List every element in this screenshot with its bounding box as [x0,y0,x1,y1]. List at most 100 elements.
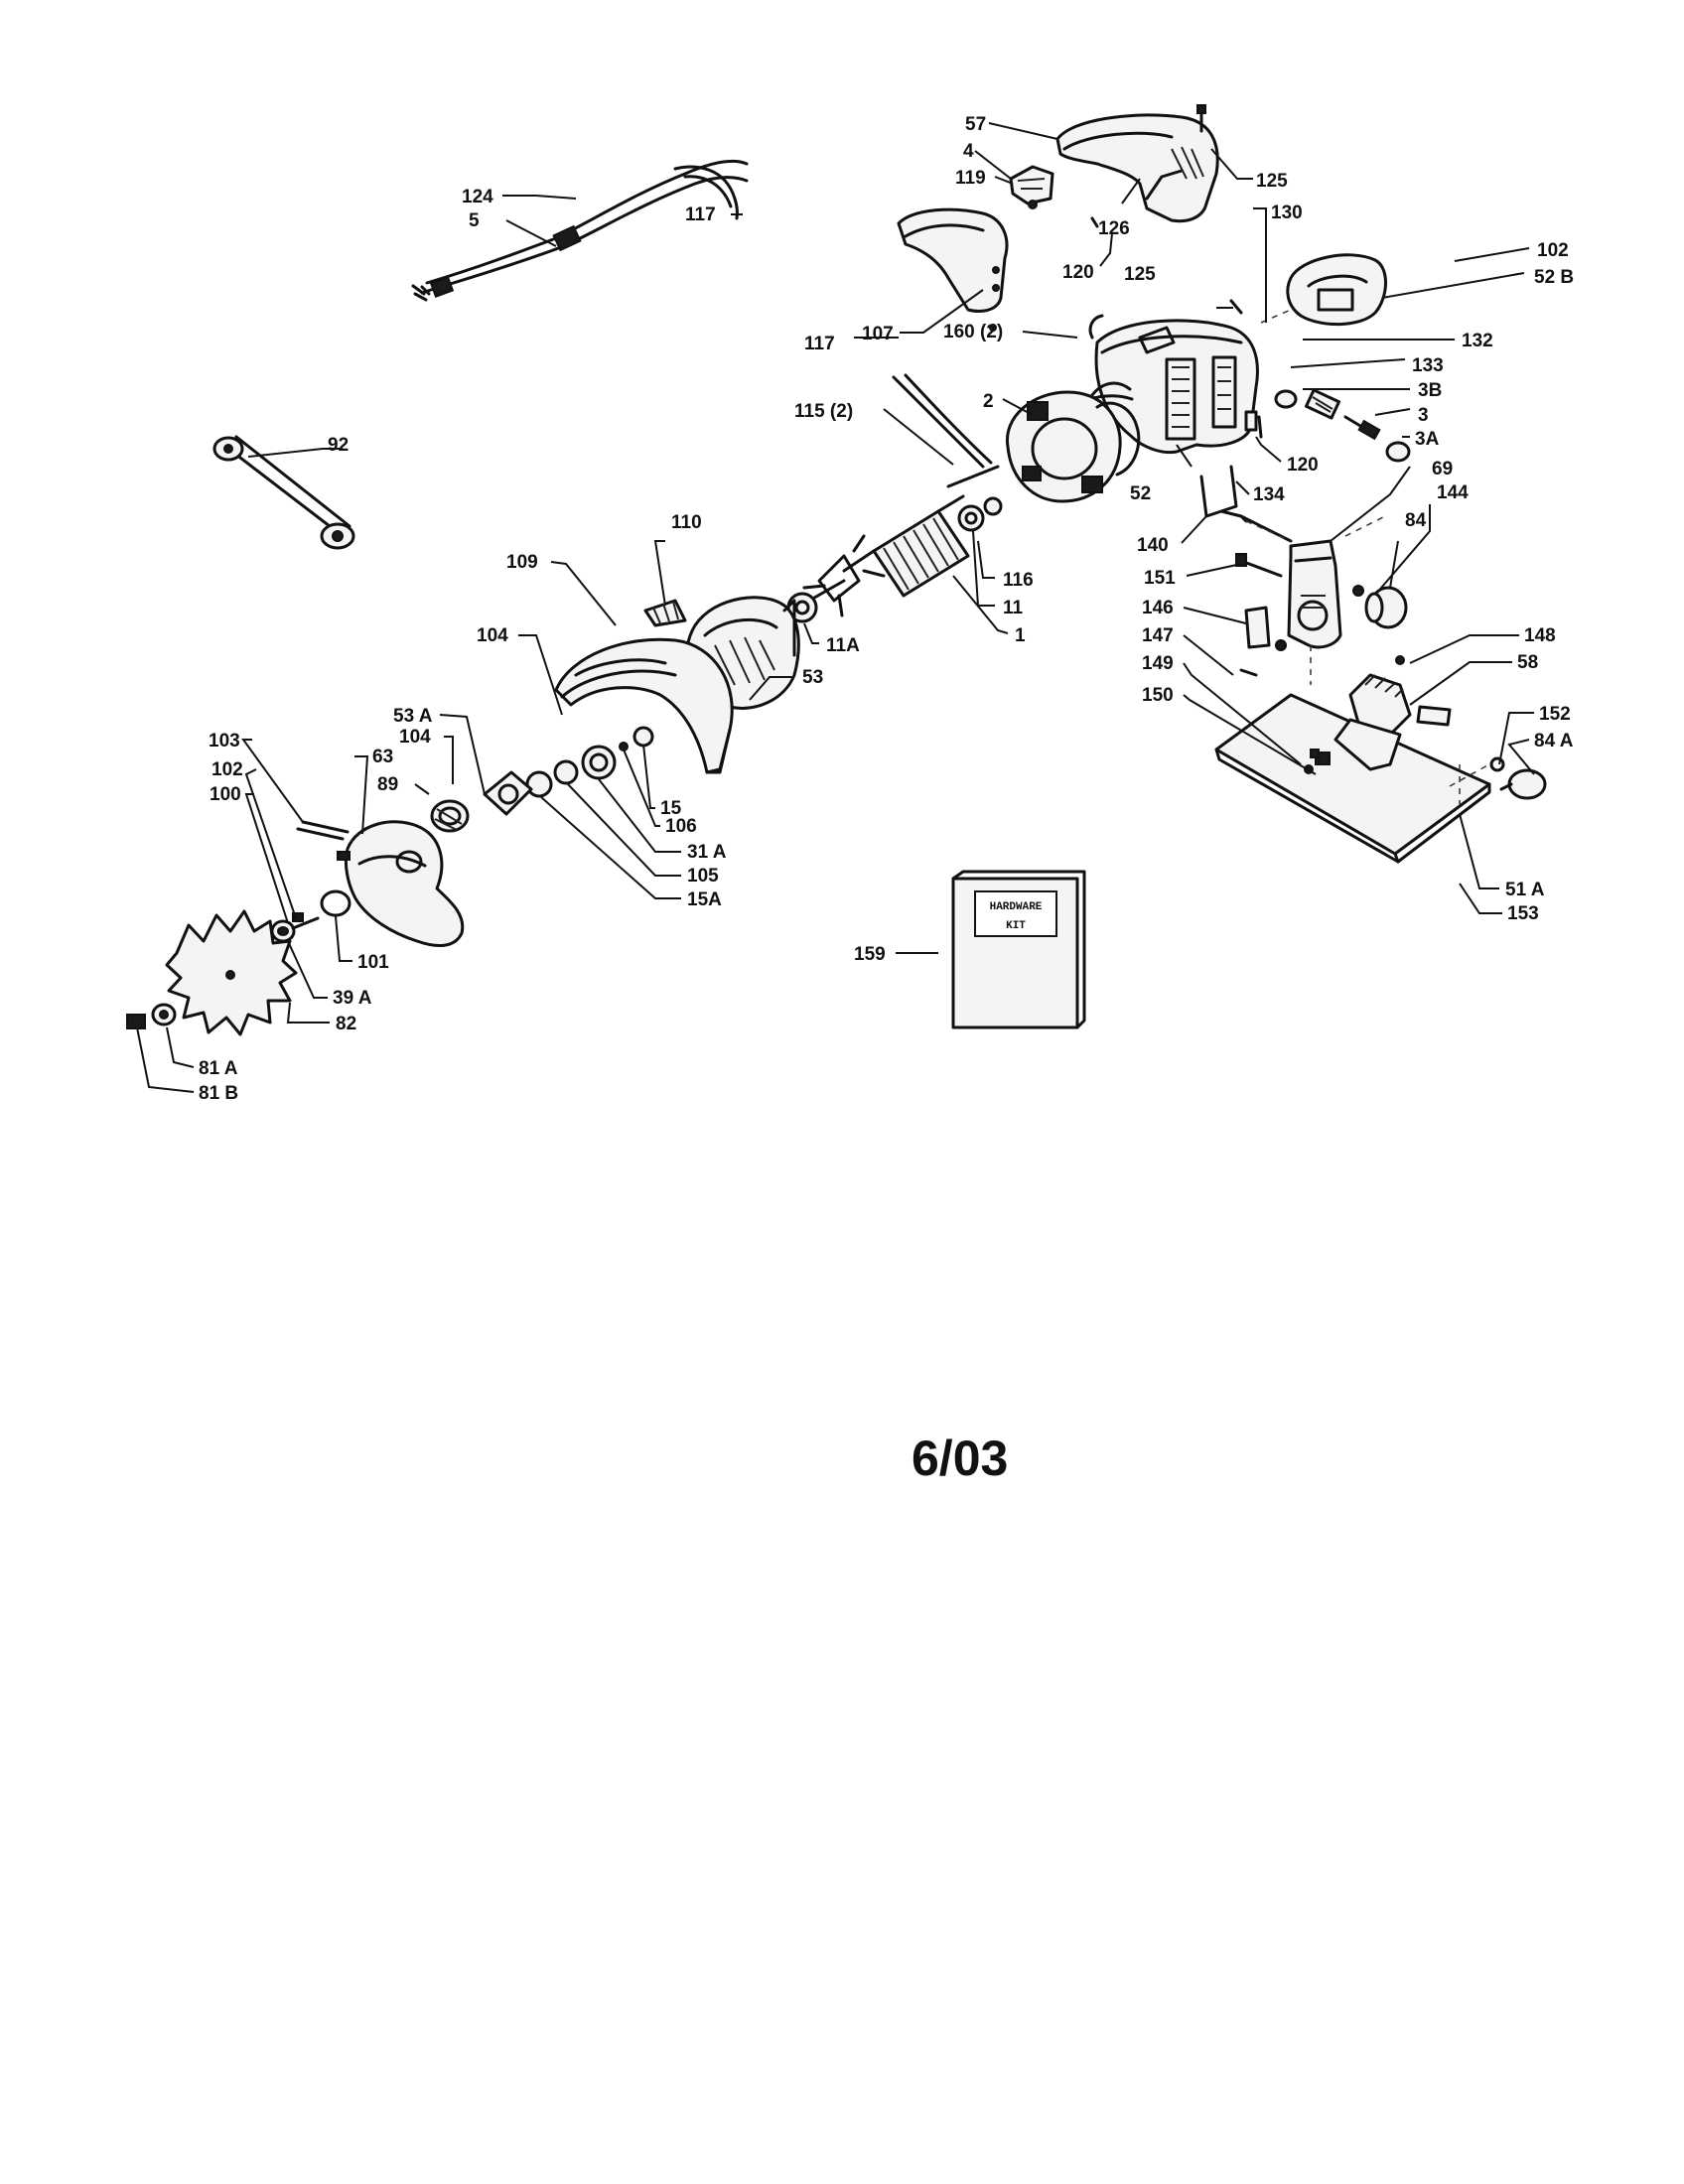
label-110: 110 [671,512,702,533]
revision-date: 6/03 [912,1431,1008,1486]
fasteners [989,104,1405,758]
label-31a: 31 A [687,842,727,863]
rear-handle [897,207,1009,313]
depth-knob [1352,585,1408,629]
upper-blade-guard [554,637,734,774]
label-81a: 81 A [199,1058,238,1079]
hardware-kit-label: HARDWARE [990,901,1043,913]
armature [802,494,970,617]
label-51a: 51 A [1505,880,1545,900]
label-84a: 84 A [1534,731,1574,751]
saw-blade [165,909,298,1036]
label-146: 146 [1142,598,1174,618]
label-117-bottom: 117 [804,334,835,354]
label-104-upper: 104 [477,625,508,646]
label-116: 116 [1003,570,1034,591]
spindle-bearings [525,726,654,798]
label-84: 84 [1405,510,1427,531]
trigger-switch [1009,165,1054,209]
pivot-screw [1235,553,1283,578]
label-52: 52 [1130,483,1151,504]
callout-leader-lines [136,122,1535,1093]
label-102-right: 102 [1537,240,1569,261]
label-117-top: 117 [685,205,716,225]
label-92: 92 [328,435,349,456]
brush-assembly [1274,388,1411,463]
label-4: 4 [963,141,974,162]
label-57: 57 [965,114,986,135]
label-3: 3 [1418,405,1429,426]
label-132: 132 [1462,331,1493,351]
label-140: 140 [1137,535,1169,556]
label-53: 53 [802,667,823,688]
label-150: 150 [1142,685,1174,706]
bevel-knob [1489,756,1547,800]
label-104-lower: 104 [399,727,431,748]
motor-housing [1070,314,1259,455]
hardware-kit-box [951,870,1086,1029]
label-134: 134 [1253,484,1285,505]
label-3b: 3B [1418,380,1442,401]
label-144: 144 [1437,482,1469,503]
bearing-plate [430,770,533,833]
label-1: 1 [1015,625,1026,646]
label-11: 11 [1003,598,1024,618]
adjustment-plate [1244,606,1287,651]
label-125-top: 125 [1256,171,1288,192]
stator [1005,381,1141,503]
label-153: 153 [1507,903,1539,924]
label-102-left: 102 [211,759,243,780]
label-100: 100 [210,784,241,805]
label-39a: 39 A [333,988,372,1009]
label-82: 82 [336,1014,356,1034]
blade-collar [320,889,351,917]
label-58: 58 [1517,652,1538,673]
hardware-kit-sublabel: KIT [1006,920,1026,932]
part-number-labels: 57 4 119 125 126 120 130 124 5 117 107 1… [199,114,1574,1104]
blade-wrench [212,435,355,550]
label-107: 107 [862,324,894,344]
upper-handle [1055,113,1219,223]
label-15a: 15A [687,889,722,910]
label-125-mid: 125 [1124,264,1156,285]
label-69: 69 [1432,459,1453,479]
label-106: 106 [665,816,697,837]
label-81b: 81 B [199,1083,238,1104]
label-160: 160 (2) [943,322,1003,342]
label-3a: 3A [1415,429,1440,450]
label-130: 130 [1271,203,1303,223]
power-cord [411,159,749,302]
label-89: 89 [377,774,398,795]
label-52b: 52 B [1534,267,1574,288]
armature-bearing [957,496,1003,532]
label-101: 101 [357,952,389,973]
label-133: 133 [1412,355,1444,376]
label-11a: 11A [826,635,860,656]
lower-blade-guard [296,820,465,947]
label-63: 63 [372,747,393,767]
arbor-washer-and-bolt [126,1003,177,1029]
label-147: 147 [1142,625,1174,646]
label-149: 149 [1142,653,1174,674]
label-53a: 53 A [393,706,433,727]
label-119: 119 [955,168,986,189]
label-105: 105 [687,866,719,887]
label-120-top: 120 [1062,262,1094,283]
label-115: 115 (2) [794,401,853,422]
lead-wires [892,373,1000,488]
label-5: 5 [469,210,480,231]
label-2: 2 [983,391,994,412]
label-103: 103 [209,731,240,751]
label-124: 124 [462,187,493,207]
label-152: 152 [1539,704,1571,725]
label-126: 126 [1098,218,1130,239]
label-15: 15 [660,798,682,819]
label-120-right: 120 [1287,455,1319,476]
label-109: 109 [506,552,538,573]
label-151: 151 [1144,568,1176,589]
base-plate [1214,693,1491,864]
end-cap [1286,253,1387,327]
label-159: 159 [854,944,886,965]
label-148: 148 [1524,625,1556,646]
